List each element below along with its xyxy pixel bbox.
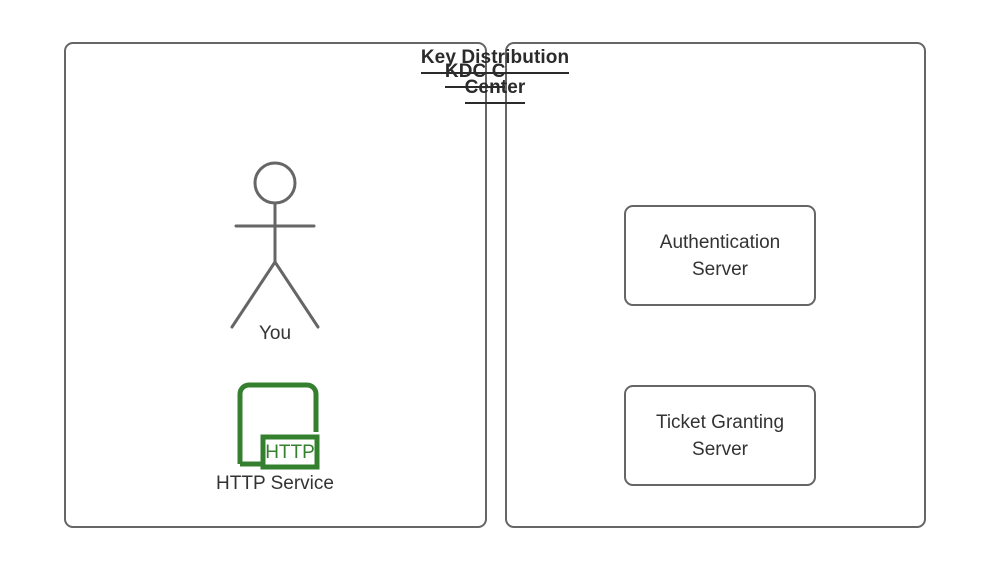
- box-authentication-server-label: Authentication Server: [659, 231, 781, 280]
- http-service-label: HTTP Service: [216, 473, 334, 494]
- panel-kdc-title-line-2: Center: [464, 74, 526, 104]
- svg-text:HTTP: HTTP: [265, 442, 315, 463]
- box-ticket-granting-server-label: Ticket Granting Server: [655, 411, 785, 460]
- stick-figure-label: You: [258, 323, 292, 344]
- http-service-icon: HTTP: [228, 380, 323, 472]
- box-ticket-granting-server: Ticket Granting Server: [624, 385, 816, 486]
- panel-kdc-title-line-1: Key Distribution: [420, 44, 570, 74]
- panel-key-distribution-center-title: Key Distribution Center: [0, 44, 990, 104]
- stick-figure-icon: [210, 158, 340, 358]
- box-authentication-server: Authentication Server: [624, 205, 816, 306]
